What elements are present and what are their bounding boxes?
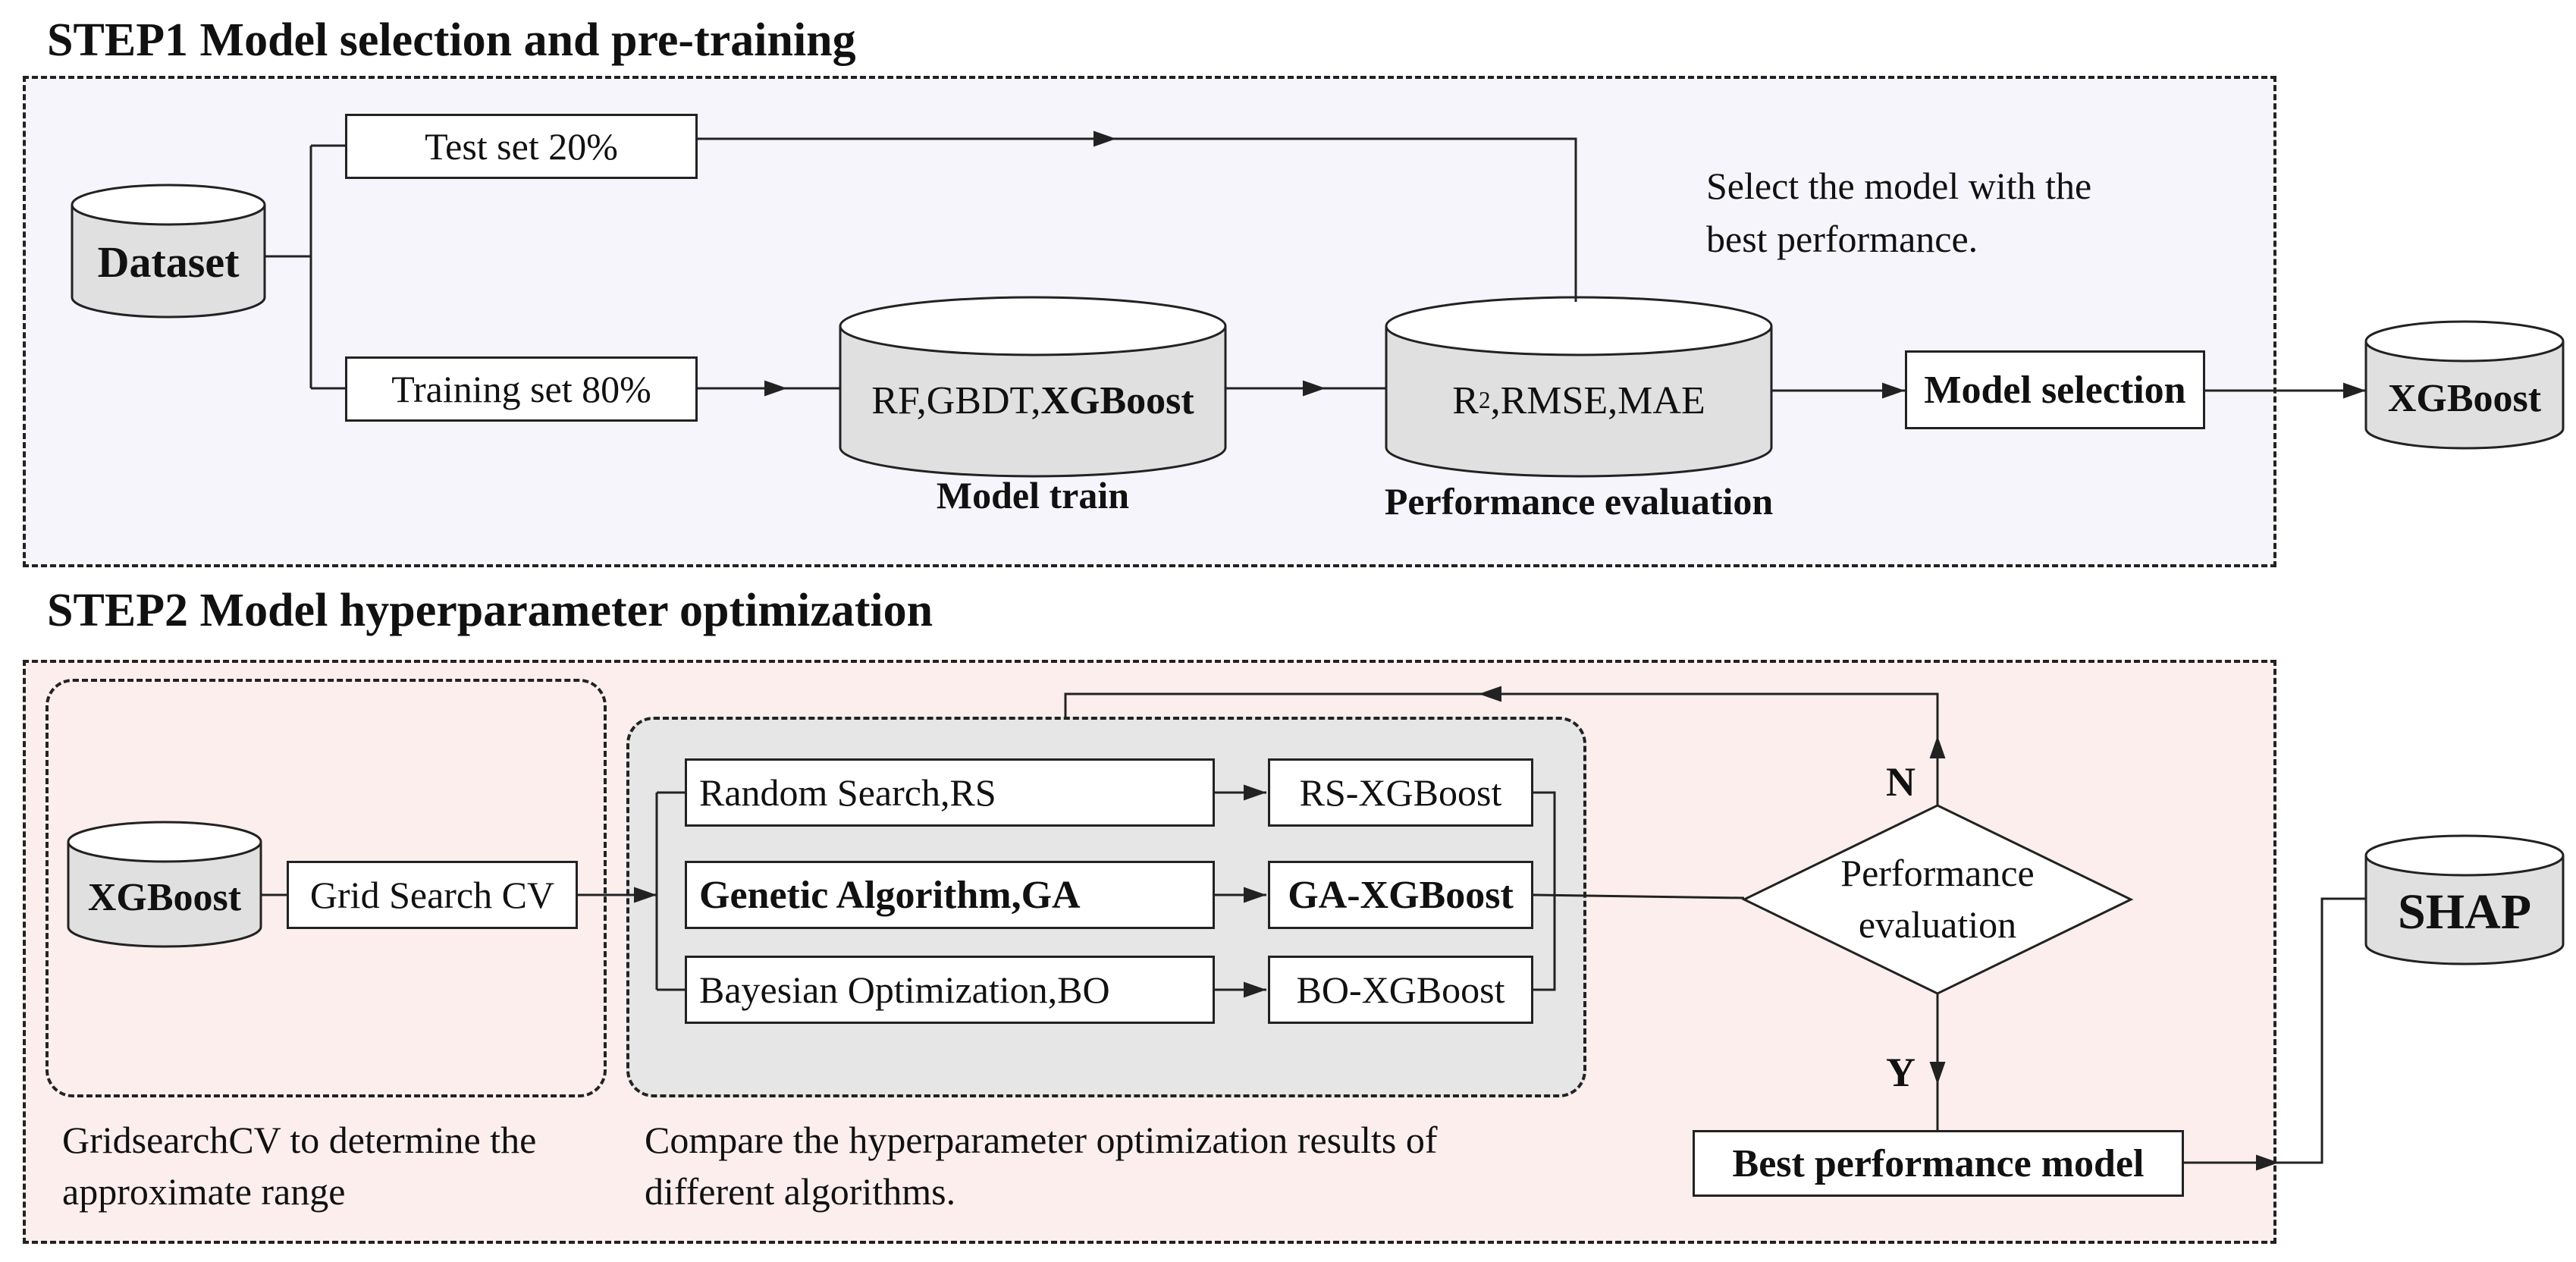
decision-yes-label: Y <box>1886 1050 1916 1095</box>
result-box-rs: RS-XGBoost <box>1268 758 1533 827</box>
shap-label: SHAP <box>2397 884 2532 940</box>
best-model-box: Best performance model <box>1693 1130 2184 1197</box>
step2-xgboost-label: XGBoost <box>87 875 242 919</box>
select-note-line1: Select the model with the <box>1706 165 2092 207</box>
model-list-plain: RF,GBDT, <box>871 378 1041 422</box>
model-selection-box: Model selection <box>1905 350 2205 429</box>
grid-search-group <box>45 679 607 1097</box>
dataset-label: Dataset <box>97 237 240 287</box>
step2-title: STEP2 Model hyperparameter optimization <box>47 585 933 636</box>
method-box-ga: Genetic Algorithm,GA <box>685 861 1215 929</box>
shap-cylinder <box>2364 834 2565 965</box>
decision-no-label: N <box>1886 759 1916 805</box>
result-box-bo: BO-XGBoost <box>1268 956 1533 1024</box>
step2-xgboost-cylinder <box>67 821 262 948</box>
select-note-line2: best performance. <box>1706 218 1978 260</box>
method-box-bo: Bayesian Optimization,BO <box>685 956 1215 1024</box>
decision-line1: Performance <box>1840 852 2035 894</box>
model-list-xgboost: XGBoost <box>1040 378 1194 422</box>
performance-caption: Performance evaluation <box>1384 480 1774 523</box>
performance-cylinder <box>1385 296 1773 478</box>
training-set-box: Training set 80% <box>345 356 698 422</box>
test-set-box: Test set 20% <box>345 114 698 179</box>
decision-line2: evaluation <box>1858 903 2017 946</box>
model-list-label: RF,GBDT,XGBoost <box>840 370 1225 431</box>
metric-rest: ,RMSE,MAE <box>1490 378 1705 422</box>
decision-diamond <box>1741 804 2134 995</box>
compare-note-line1: Compare the hyperparameter optimization … <box>645 1119 1438 1161</box>
grid-note-line2: approximate range <box>62 1170 346 1213</box>
method-box-rs: Random Search,RS <box>685 758 1215 827</box>
dataset-cylinder <box>71 184 266 319</box>
grid-search-box: Grid Search CV <box>287 861 578 929</box>
step1-title: STEP1 Model selection and pre-training <box>47 14 856 66</box>
metric-r: R <box>1452 378 1479 422</box>
compare-note-line2: different algorithms. <box>645 1170 956 1213</box>
selected-xgboost-label: XGBoost <box>2387 376 2542 420</box>
model-train-caption: Model train <box>936 474 1130 516</box>
result-box-ga: GA-XGBoost <box>1268 861 1533 929</box>
selected-xgboost-cylinder <box>2364 320 2565 450</box>
model-train-cylinder <box>839 296 1227 478</box>
grid-note-line1: GridsearchCV to determine the <box>62 1119 537 1161</box>
